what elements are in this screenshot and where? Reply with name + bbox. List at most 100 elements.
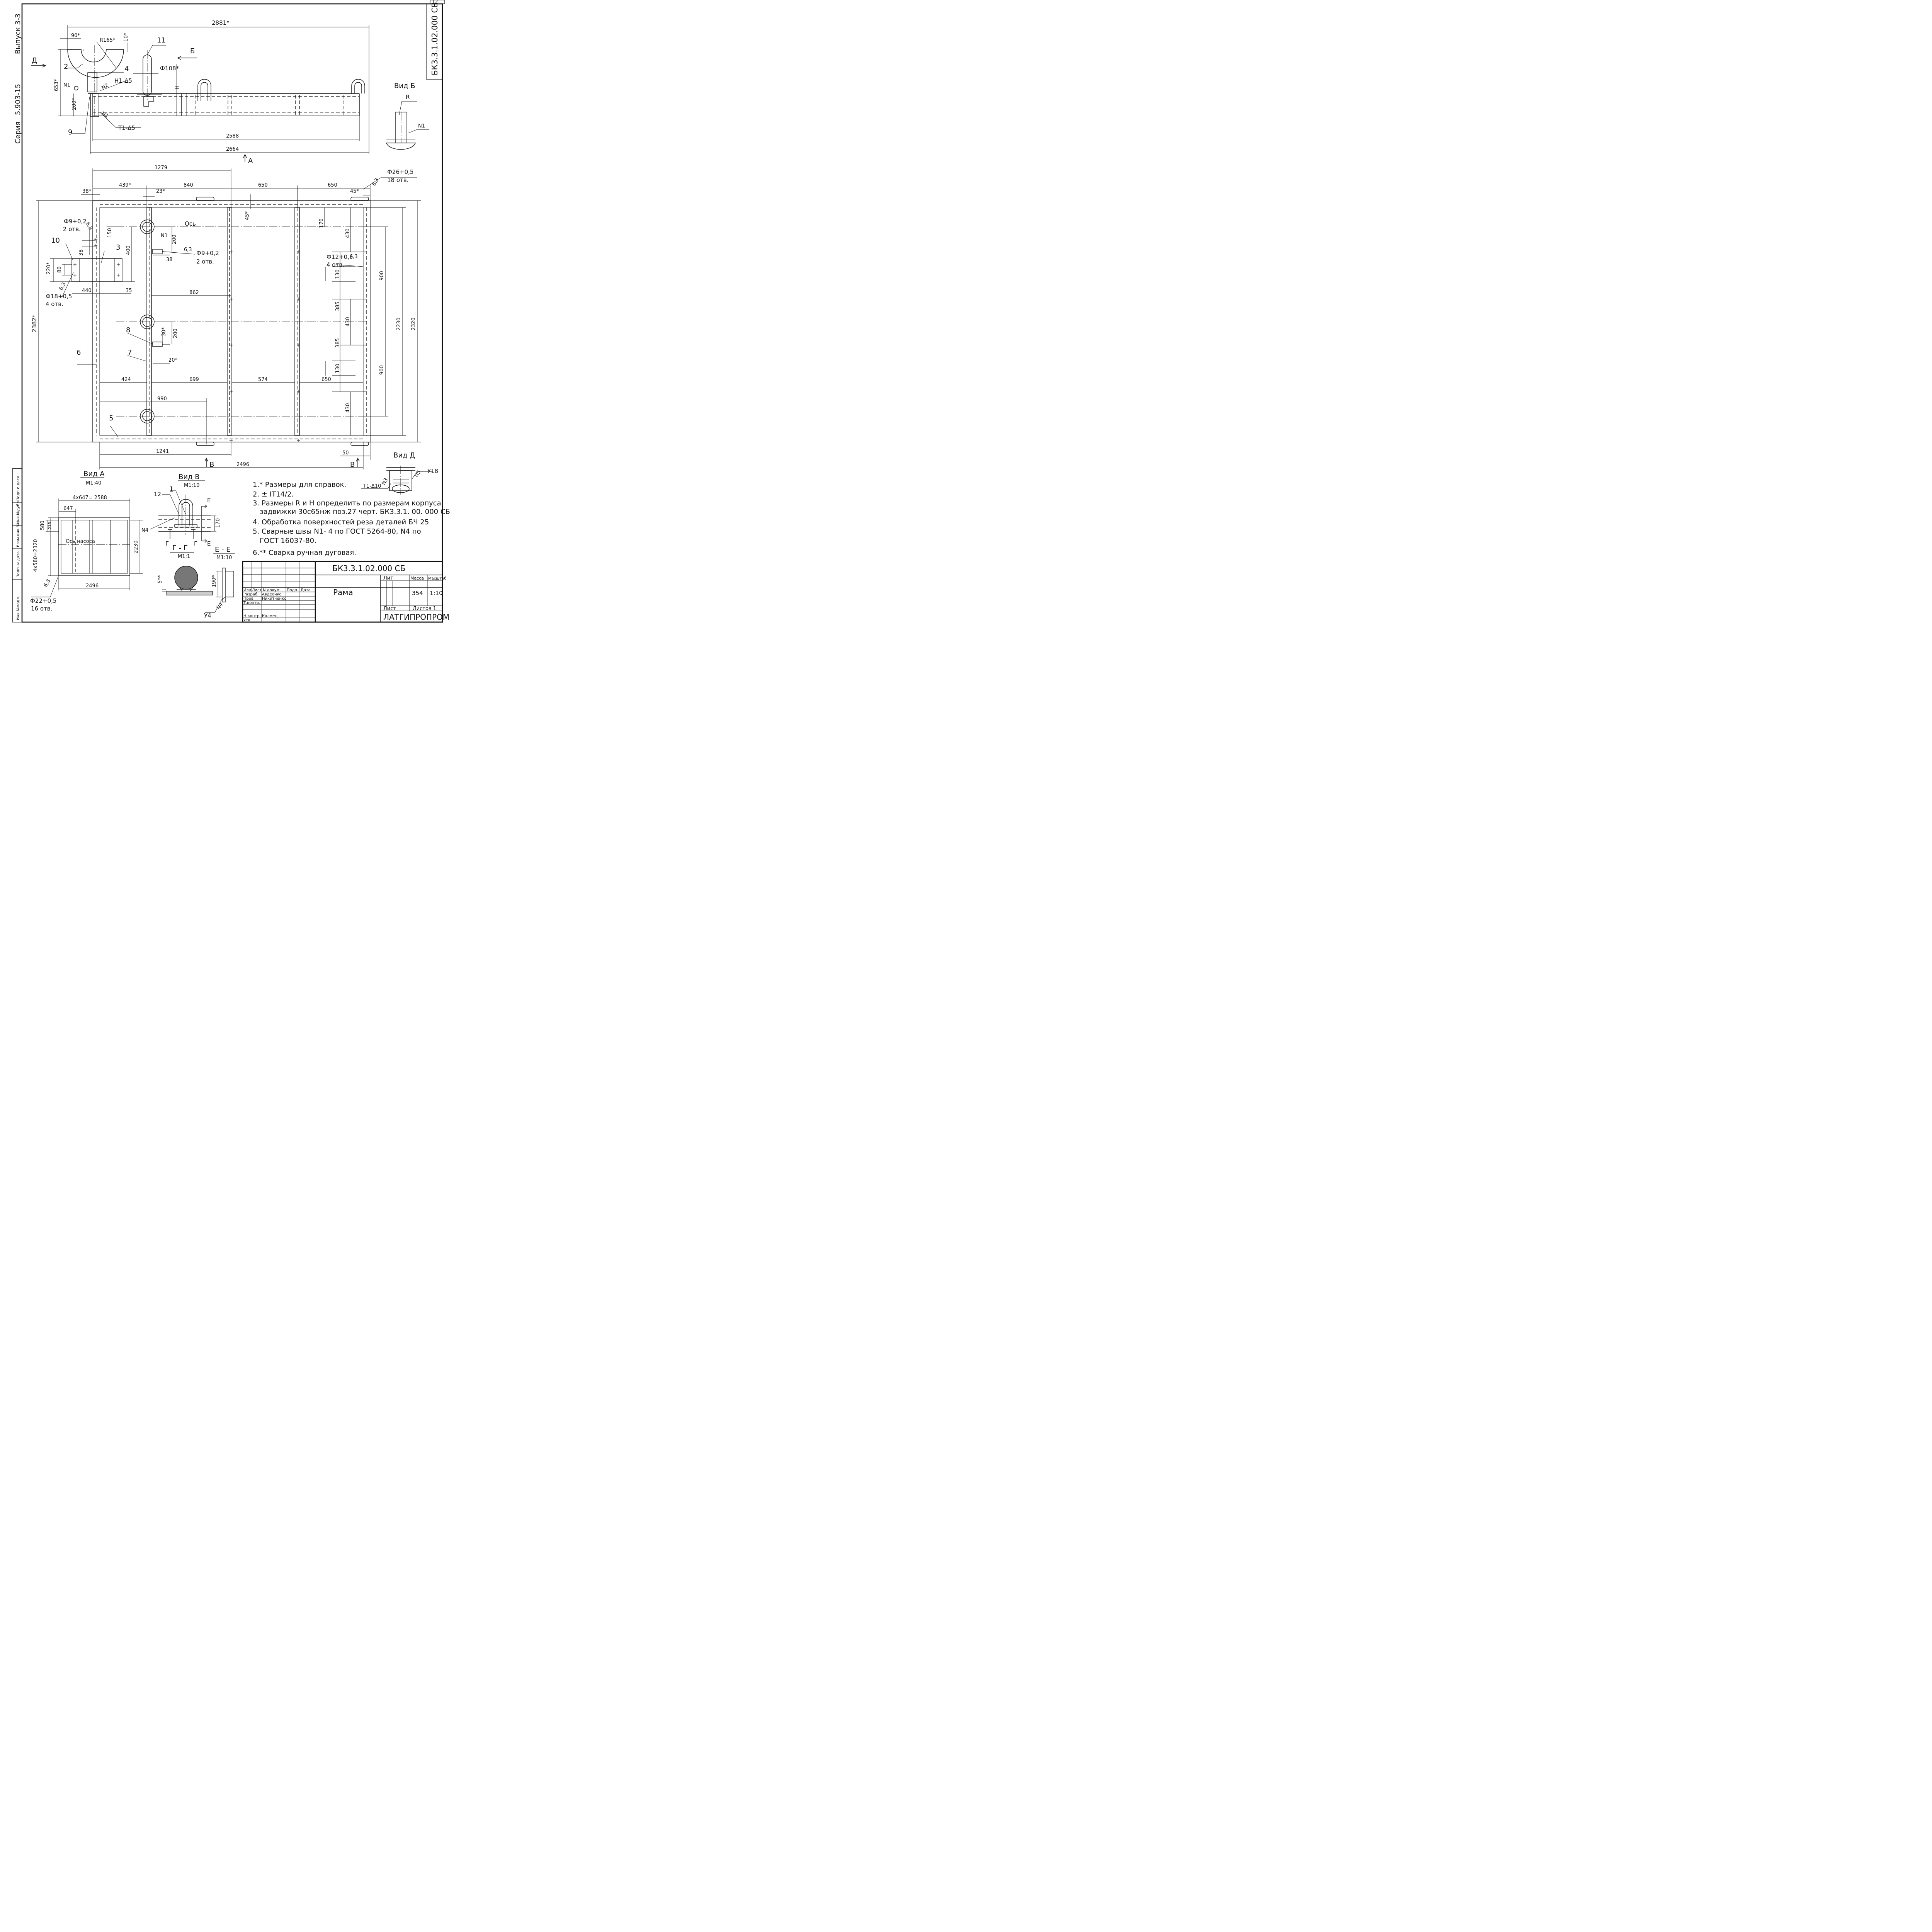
tb-person-0: Авдеенко (262, 592, 282, 597)
dim-38: 38* (82, 189, 92, 194)
sidebar-field-3: Инв.№дубл. (16, 500, 20, 524)
tb-scale: 1:10 (430, 590, 443, 597)
plan-labels: 1279 439* 840 650 650 38* 23* 45* 45* Ф2… (31, 165, 417, 469)
vid-d-title: Вид Д (393, 451, 415, 459)
pos-5: 5 (109, 414, 113, 422)
vid-v-scale: М1:10 (184, 483, 199, 488)
vid-d-y18: У18 (427, 468, 438, 474)
arrow-a: A (248, 157, 253, 165)
title-block-text: БК3.3.1.02.000 СБ Рама Лит Масса Масштаб… (243, 564, 449, 622)
arrow-v2: В (350, 461, 355, 469)
gg-title: Г - Г (172, 544, 188, 552)
series-number: 5.903-15 (14, 84, 22, 115)
sidebar-field-1: Подп. и дата (16, 551, 20, 578)
dim-430c: 430 (345, 403, 351, 413)
tb-col-4: Дата (301, 588, 311, 592)
ee-190: 190* (211, 575, 217, 587)
title-block (242, 561, 443, 623)
dim-385a: 385 (335, 301, 341, 311)
pos-11: 11 (157, 36, 166, 44)
vid-v-g2: Г (194, 540, 197, 547)
dim-862: 862 (189, 290, 199, 296)
section-ee (205, 553, 235, 613)
arrow-v1: В (209, 461, 214, 469)
dim-phi18: Ф18+0,5 (46, 293, 72, 300)
pos-3: 3 (116, 243, 120, 252)
tb-col-1: Лист (252, 588, 262, 592)
u-bolt-left (197, 79, 211, 101)
dim-650c: 650 (321, 377, 331, 383)
sidebar-stamp (12, 468, 22, 622)
tb-role-0: Разраб (243, 592, 257, 597)
doc-code-vertical: БК3.3.1.02.000 СБ (430, 2, 439, 75)
holes-4a: 4 отв. (46, 301, 63, 308)
gg-5: 5** (157, 575, 163, 583)
vid-d-view (361, 466, 433, 495)
note-3: 3. Размеры R и H определить по размерам … (253, 499, 441, 507)
dim-653: 653* (54, 79, 60, 91)
vid-b-weld: N1 (418, 123, 425, 129)
tb-role-3: Н.контр. (243, 614, 261, 618)
dim-424: 424 (121, 377, 131, 383)
section-gg (162, 552, 213, 595)
note-6: 6.** Сварка ручная дуговая. (253, 549, 356, 557)
tb-org: ЛАТГИПРОПРОМ (383, 612, 449, 622)
dim-2230: 2230 (396, 318, 402, 330)
holes-2a: 2 отв. (63, 226, 81, 233)
vid-a-4x647: 4х647= 2588 (73, 495, 107, 501)
dim-574: 574 (258, 377, 268, 383)
elevation-view (31, 25, 369, 162)
dim-200a: 200 (172, 235, 177, 244)
vid-v-e2: Е (207, 540, 211, 547)
dim-30: 30* (161, 327, 167, 336)
ee-title: Е - Е (215, 546, 231, 554)
tb-sheet: Лист (383, 606, 396, 612)
vid-a-4x580: 4х580=2320 (33, 539, 39, 572)
note-4: 4. Обработка поверхностей реза деталей Б… (253, 518, 429, 526)
dim-650a: 650 (258, 182, 268, 188)
dim-2664: 2664 (226, 146, 239, 152)
note-5: 5. Сварные швы N1- 4 по ГОСТ 5264-80, N4… (253, 527, 421, 536)
dim-200: 200* (71, 98, 77, 110)
dim-699: 699 (189, 377, 199, 383)
support-post (87, 72, 97, 92)
vid-v-pos12: 12 (154, 491, 161, 498)
arrow-d: Д (32, 56, 37, 65)
weld-n1-bottom: N1 (100, 111, 109, 119)
plate-pos3 (71, 258, 122, 282)
weld-h1: H1-Δ5 (114, 77, 132, 84)
dim-80: 80 (57, 266, 63, 273)
dim-439: 439* (119, 182, 131, 188)
dim-430b: 430 (345, 317, 351, 327)
vid-a-2230: 2230 (133, 541, 139, 553)
dim-200b: 200 (173, 328, 179, 338)
vid-a-580: 580 (40, 520, 46, 530)
vid-a-phi22: Ф22+0,5 (30, 597, 56, 604)
ee-y4: У4 (204, 612, 211, 619)
dim-170: 170 (319, 218, 325, 228)
dim-phi108: Ф108* (160, 65, 179, 72)
dim-650b: 650 (328, 182, 337, 188)
frame-outline (92, 200, 371, 442)
tb-code: БК3.3.1.02.000 СБ (332, 564, 405, 573)
sidebar-field-0: Инв.№подл. (16, 596, 20, 620)
note-2: 2. ± IT14/2. (253, 490, 294, 498)
vid-a-title: Вид А (83, 470, 105, 478)
pos-10: 10 (51, 236, 60, 245)
dim-2382: 2382* (31, 315, 38, 332)
dim-phi9b: Ф9+0,2 (196, 250, 219, 257)
tb-col-3: Подп. (287, 588, 298, 592)
tb-col-2: N докум (263, 588, 279, 592)
roughness-d: 6,3 (184, 247, 192, 253)
dim-430a: 430 (345, 228, 351, 238)
holes-2b: 2 отв. (196, 258, 214, 265)
tb-lit: Лит (383, 575, 393, 581)
vid-a-647: 647 (63, 506, 73, 512)
vid-v-170: 170 (215, 518, 221, 528)
dim-2320: 2320 (411, 318, 417, 330)
elevation-labels: 2881* 90* R165* 10* 653* 200* Ф108* H 25… (32, 19, 253, 165)
roughness-a: 6,3 (371, 177, 380, 187)
dim-10: 10* (123, 32, 129, 42)
vid-v-g1: Г (165, 540, 169, 547)
vid-a-roughness: 6,3 (43, 578, 51, 588)
